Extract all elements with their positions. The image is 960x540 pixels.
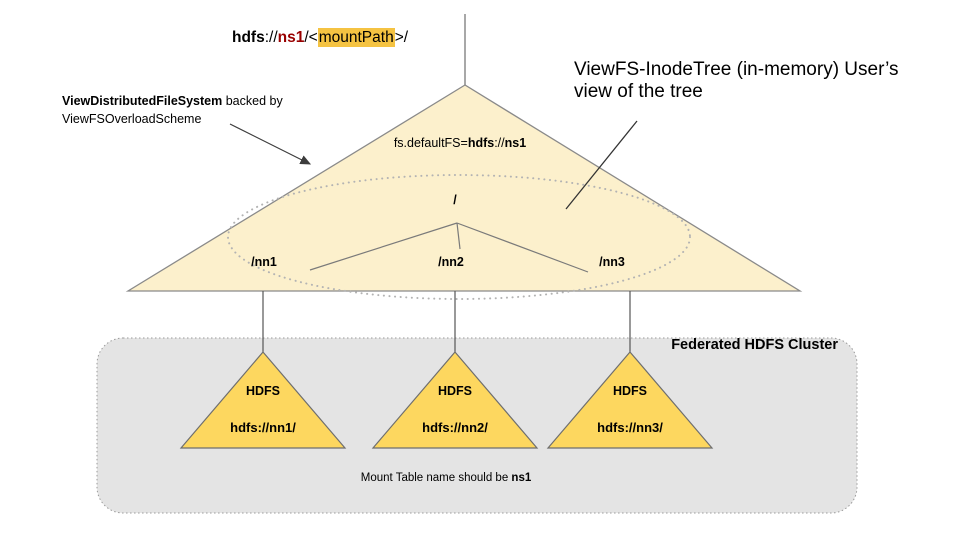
mount-label-nn1: /nn1: [251, 255, 277, 269]
inodetree-annotation-line1: ViewFS-InodeTree (in-memory) User’s: [574, 59, 899, 80]
uri-namespace: ns1: [277, 29, 305, 46]
right-annotation-line: [565, 120, 638, 210]
uri-scheme: hdfs: [232, 29, 265, 46]
hdfs-uri-nn1: hdfs://nn1/: [230, 420, 296, 435]
hdfs-label-nn2: HDFS: [437, 384, 473, 398]
hdfs-uri-nn2: hdfs://nn2/: [422, 420, 488, 435]
cluster-title: Federated HDFS Cluster: [671, 337, 838, 353]
uri-mount-path-highlight: mountPath: [317, 28, 395, 47]
left-annotation-arrow: [229, 123, 312, 165]
config-scheme: hdfs: [467, 136, 495, 150]
user-view-triangle: [125, 84, 803, 292]
uri-post-mount: >/: [394, 29, 409, 46]
mount-uri-label: hdfs://ns1/<mountPath>/: [232, 28, 409, 47]
mount-table-note: Mount Table name should be ns1: [276, 472, 616, 484]
uri-separator: ://: [264, 29, 278, 46]
viewdfs-annotation: ViewDistributedFileSystem backed by View…: [62, 93, 283, 128]
mount-table-note-text: Mount Table name should be: [360, 472, 512, 484]
inode-tree-ellipse: [227, 174, 691, 300]
uri-pre-mount: /<: [304, 29, 318, 46]
hdfs-triangle-nn3: [546, 351, 714, 449]
default-fs-config: fs.defaultFS=hdfs://ns1: [335, 136, 585, 150]
tree-branch-nn3: [456, 222, 589, 273]
hdfs-triangle-nn1: [179, 351, 347, 449]
config-prefix: fs.defaultFS=: [393, 136, 468, 150]
tree-branch-nn1: [309, 222, 458, 271]
hdfs-uri-nn3: hdfs://nn3/: [597, 420, 663, 435]
mount-label-nn2: /nn2: [438, 255, 464, 269]
tree-branch-nn2: [456, 222, 461, 250]
inodetree-annotation-line2: view of the tree: [574, 81, 703, 102]
viewdfs-annotation-line2: ViewFSOverloadScheme: [62, 111, 202, 126]
hdfs-triangle-nn2: [371, 351, 539, 449]
hdfs-label-nn3: HDFS: [612, 384, 648, 398]
viewdfs-annotation-bold: ViewDistributedFileSystem: [62, 94, 223, 108]
config-namespace: ns1: [504, 136, 527, 150]
mount-label-nn3: /nn3: [599, 255, 625, 269]
inodetree-annotation: ViewFS-InodeTree (in-memory) User’s view…: [574, 59, 899, 103]
viewdfs-annotation-rest: backed by: [222, 94, 283, 108]
tree-root-label: /: [453, 193, 457, 207]
mount-table-note-ns: ns1: [511, 472, 532, 484]
hdfs-label-nn1: HDFS: [245, 384, 281, 398]
config-separator: ://: [494, 136, 505, 150]
